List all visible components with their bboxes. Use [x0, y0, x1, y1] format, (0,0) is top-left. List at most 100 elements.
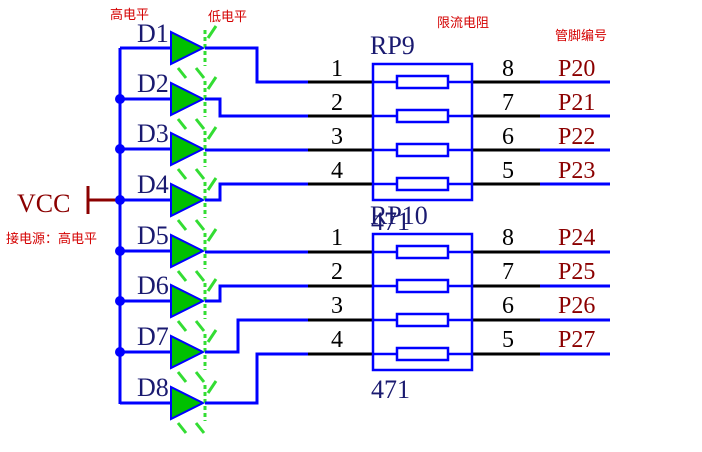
cathode-route-d4	[205, 182, 308, 202]
cathode-route-d7	[205, 318, 308, 354]
led-emit-up-d4	[206, 177, 218, 191]
led-group	[170, 25, 218, 434]
rp9-resistor-3	[395, 142, 450, 158]
rp10-resistor-4	[395, 346, 450, 362]
rp9-ref: RP9	[370, 31, 415, 60]
rp9-pin-right-5: 5	[502, 158, 514, 184]
rp10-ref: RP10	[370, 201, 428, 230]
led-emit-up-d8	[206, 380, 218, 394]
led-label-d5: D5	[137, 221, 169, 250]
junction-dot-d2	[115, 94, 125, 104]
led-emit-lo2-d5	[194, 270, 206, 282]
led-emit-up-d3	[206, 126, 218, 140]
led-triangle-d7	[170, 334, 206, 370]
net-label-p20: P20	[558, 56, 595, 82]
rp10-pin-right-5: 5	[502, 327, 514, 353]
net-label-p27: P27	[558, 327, 595, 353]
rp10-pin-left-1: 1	[331, 225, 343, 251]
led-emit-lo2-d8	[194, 422, 206, 434]
net-label-p21: P21	[558, 90, 595, 116]
annotation-current-limit: 限流电阻	[437, 15, 489, 30]
junction-dot-d5	[115, 246, 125, 256]
rp10-body	[371, 232, 474, 372]
annotation-low-level: 低电平	[208, 9, 247, 24]
led-label-d4: D4	[137, 170, 169, 199]
led-label-d7: D7	[137, 322, 169, 351]
led-emit-lo1-d7	[176, 371, 188, 383]
rp9-value: 471	[371, 207, 410, 236]
rp9-pin-left-2: 2	[331, 90, 343, 116]
rp9-pin-left-1: 1	[331, 56, 343, 82]
rp10-pin-left-3: 3	[331, 293, 343, 319]
led-triangle-d2	[170, 81, 206, 117]
net-label-p25: P25	[558, 259, 595, 285]
rp9-resistors	[373, 74, 472, 192]
led-emit-lo1-d8	[176, 422, 188, 434]
rp10-pin-right-8: 8	[502, 225, 514, 251]
wire-group	[115, 46, 610, 405]
led-emit-up-d7	[206, 329, 218, 343]
led-emit-lo1-d4	[176, 219, 188, 231]
led-emit-up-d6	[206, 278, 218, 292]
led-emit-lo1-d6	[176, 320, 188, 332]
junction-dot-d6	[115, 296, 125, 306]
led-label-d8: D8	[137, 373, 169, 402]
net-label-p22: P22	[558, 124, 595, 150]
junction-dot-d4	[115, 195, 125, 205]
led-triangle-d8	[170, 385, 206, 421]
net-label-p23: P23	[558, 158, 595, 184]
rp9-pin-right-7: 7	[502, 90, 514, 116]
led-triangle-d5	[170, 233, 206, 269]
led-label-d3: D3	[137, 119, 169, 148]
led-emit-lo1-d5	[176, 270, 188, 282]
rp9-pin-right-6: 6	[502, 124, 514, 150]
rp9-pin-left-3: 3	[331, 124, 343, 150]
led-triangle-d1	[170, 30, 206, 66]
led-label-d1: D1	[137, 19, 169, 48]
cathode-route-d1	[205, 46, 308, 84]
led-emit-lo1-d1	[176, 67, 188, 79]
rp10-value: 471	[371, 375, 410, 404]
rp9-body	[371, 62, 474, 202]
cathode-route-d6	[205, 284, 308, 303]
led-emit-lo2-d7	[194, 371, 206, 383]
led-emit-lo1-d3	[176, 168, 188, 180]
rp9-pin-right-8: 8	[502, 56, 514, 82]
vcc-label: VCC	[17, 189, 70, 218]
annotation-high-level: 高电平	[110, 7, 149, 22]
led-emit-lo2-d1	[194, 67, 206, 79]
rp10-resistor-2	[395, 278, 450, 294]
led-triangle-d3	[170, 131, 206, 167]
led-emit-lo2-d6	[194, 320, 206, 332]
led-emit-up-d1	[206, 25, 218, 39]
led-triangle-d6	[170, 283, 206, 319]
cathode-route-d8	[205, 352, 308, 405]
annotation-power-note: 接电源：高电平	[6, 231, 97, 246]
rp9-resistor-4	[395, 176, 450, 192]
rp10-resistor-1	[395, 244, 450, 260]
rp9-resistor-1	[395, 74, 450, 90]
annotation-pin-number: 管脚编号	[555, 28, 607, 43]
led-label-d6: D6	[137, 271, 169, 300]
junction-dot-d7	[115, 347, 125, 357]
rp9-pin-left-4: 4	[331, 158, 343, 184]
led-emit-lo2-d4	[194, 219, 206, 231]
rp10-pin-right-6: 6	[502, 293, 514, 319]
led-emit-lo2-d2	[194, 118, 206, 130]
rp10-pin-left-4: 4	[331, 327, 343, 353]
net-label-p24: P24	[558, 225, 595, 251]
rp10-pin-left-2: 2	[331, 259, 343, 285]
led-emit-up-d5	[206, 228, 218, 242]
cathode-route-d2	[205, 97, 308, 118]
rp10-resistor-3	[395, 312, 450, 328]
net-label-p26: P26	[558, 293, 595, 319]
led-triangle-d4	[170, 182, 206, 218]
led-emit-up-d2	[206, 76, 218, 90]
rp10-pin-right-7: 7	[502, 259, 514, 285]
rp9-resistor-2	[395, 108, 450, 124]
led-emit-lo2-d3	[194, 168, 206, 180]
led-label-d2: D2	[137, 69, 169, 98]
junction-dot-d3	[115, 144, 125, 154]
led-emit-lo1-d2	[176, 118, 188, 130]
